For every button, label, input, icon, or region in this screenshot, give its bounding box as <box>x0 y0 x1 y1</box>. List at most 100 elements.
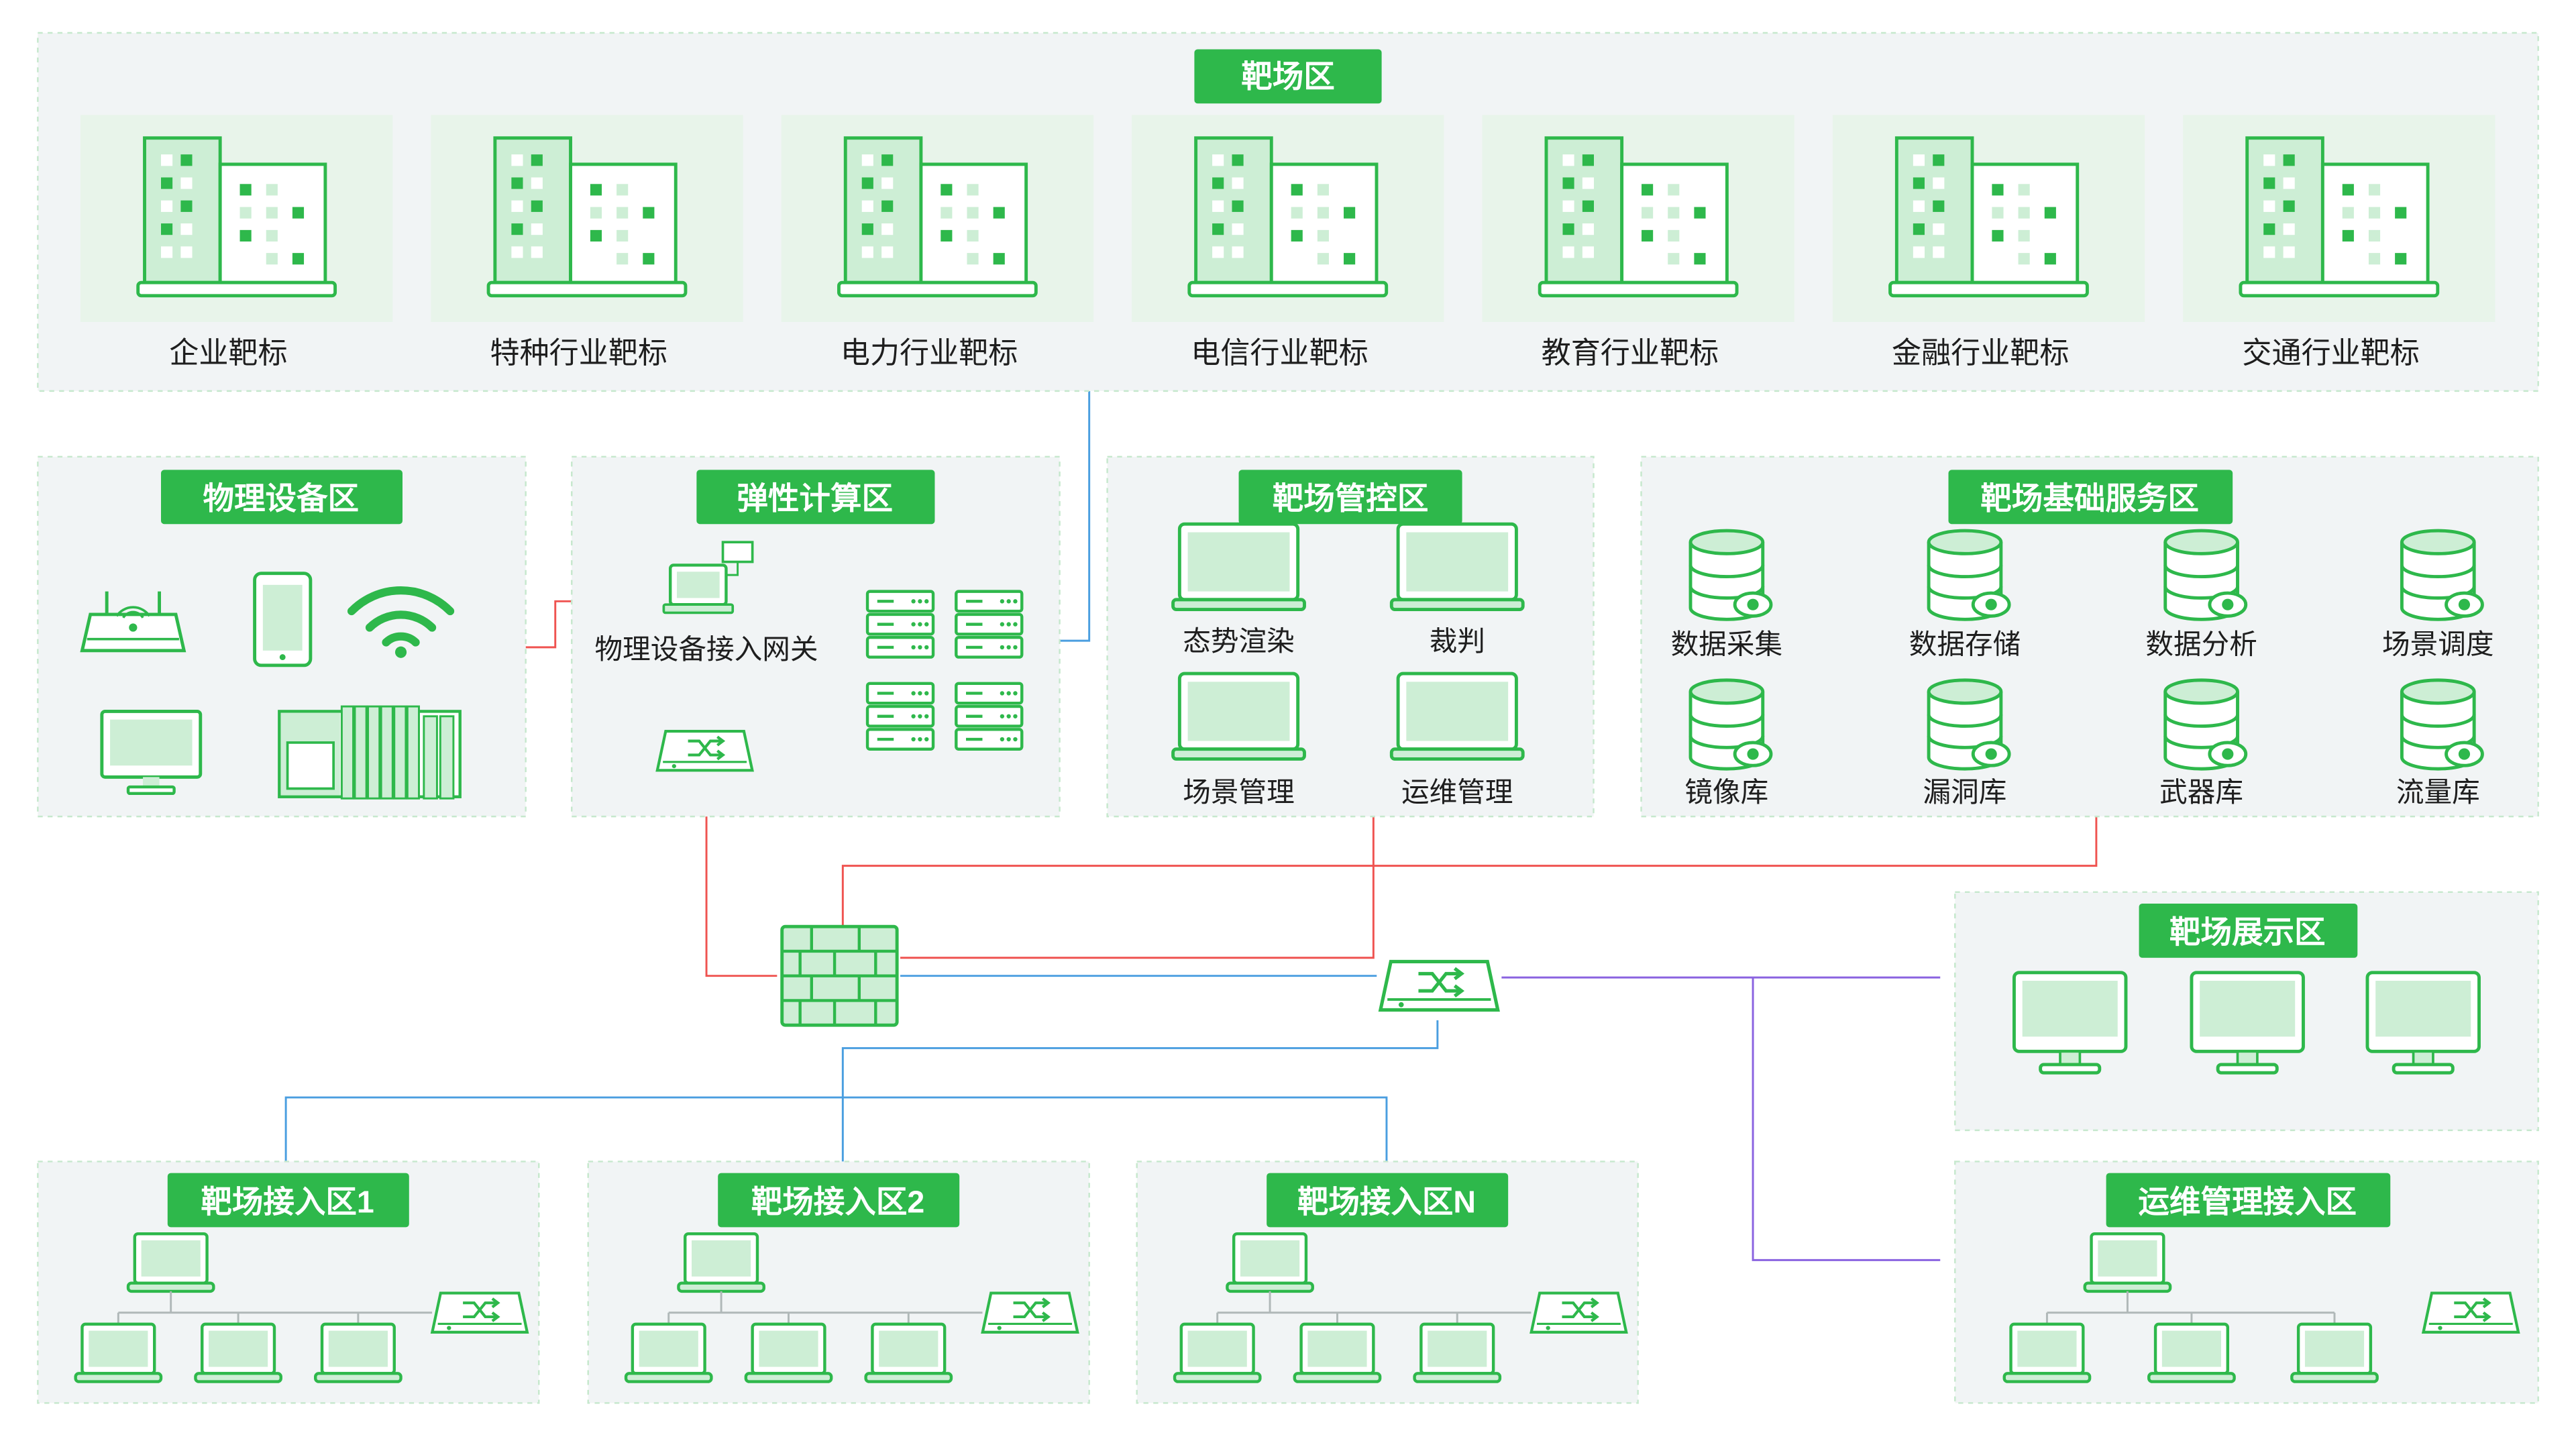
range-target-card: 特种行业靶标 <box>431 115 743 370</box>
elastic-zone-title: 弹性计算区 <box>737 481 893 516</box>
switch-icon <box>657 731 753 770</box>
link-elastic-to-firewall <box>705 816 777 977</box>
link-core-switch-to-access <box>841 1020 1439 1162</box>
access-zone-title-bg <box>167 1173 409 1228</box>
firewall-icon <box>780 924 899 1027</box>
range-target-label: 交通行业靶标 <box>2242 337 2419 370</box>
access-zone-links <box>1216 1291 1532 1328</box>
database-icon <box>2165 680 2246 769</box>
database-icon <box>2402 680 2482 769</box>
connection-lines <box>284 390 2098 1261</box>
physical-zone: 物理设备区 <box>37 455 527 818</box>
laptop-icon <box>128 1234 213 1291</box>
service-item-label: 数据存储 <box>1909 629 2021 660</box>
industrial-controller-icon <box>278 705 462 800</box>
control-item: 场景管理 <box>1173 674 1305 808</box>
laptop-icon <box>195 1324 280 1382</box>
service-item: 数据分析 <box>2145 531 2257 660</box>
range-target-label: 企业靶标 <box>169 337 287 370</box>
laptop-icon <box>1175 1324 1260 1382</box>
elastic-zone-title-bg <box>696 470 935 525</box>
physical-zone-title-bg <box>161 470 402 525</box>
laptop-icon <box>866 1324 951 1382</box>
services-zone-title: 靶场基础服务区 <box>1980 481 2199 516</box>
switch-icon <box>2423 1293 2518 1332</box>
display-zone-title-bg <box>2139 903 2358 958</box>
control-zone-title: 靶场管控区 <box>1273 481 1429 516</box>
laptop-icon <box>2149 1324 2234 1382</box>
laptop-icon <box>2292 1324 2377 1382</box>
range-target-card: 电信行业靶标 <box>1132 115 1444 370</box>
laptop-icon <box>2085 1234 2170 1291</box>
service-item-label: 武器库 <box>2159 776 2243 808</box>
ops-access-zone: 运维管理接入区 <box>1954 1161 2539 1404</box>
range-target-label: 特种行业靶标 <box>490 337 667 370</box>
service-item: 数据采集 <box>1671 531 1783 660</box>
laptop-icon <box>1227 1234 1312 1291</box>
ops-zone-title-bg <box>2106 1173 2391 1228</box>
service-item: 场景调度 <box>2382 531 2494 660</box>
service-item: 流量库 <box>2396 680 2483 808</box>
database-icon <box>2165 531 2246 619</box>
laptop-icon <box>1173 674 1305 759</box>
services-zone-title-bg <box>1948 470 2233 525</box>
service-item-label: 漏洞库 <box>1923 776 2007 808</box>
physical-zone-title: 物理设备区 <box>203 481 359 516</box>
ops-network <box>2004 1234 2518 1381</box>
phone-icon <box>253 572 313 667</box>
laptop-icon <box>1173 524 1305 609</box>
service-item-label: 场景调度 <box>2382 629 2494 660</box>
range-target-card: 交通行业靶标 <box>2183 115 2496 370</box>
service-item-label: 流量库 <box>2396 776 2480 808</box>
range-target-label: 电信行业靶标 <box>1191 337 1368 370</box>
service-item: 武器库 <box>2159 680 2246 808</box>
range-target-list: 企业靶标 特种行业靶标 电力行业靶标 电信行业靶标 教育行业靶标 金融行业靶标交通行业靶标 <box>80 115 2496 370</box>
access-zone-title: 靶场接入区1 <box>201 1184 374 1219</box>
range-target-label: 电力行业靶标 <box>841 337 1018 370</box>
laptop-icon <box>315 1324 400 1382</box>
laptop-icon <box>2004 1324 2090 1382</box>
gateway-label: 物理设备接入网关 <box>595 633 818 665</box>
control-item-label: 裁判 <box>1430 625 1485 657</box>
laptop-icon <box>1391 524 1523 609</box>
service-item-label: 镜像库 <box>1684 776 1768 808</box>
database-icon <box>1929 680 2009 769</box>
switch-icon <box>1532 1293 1627 1332</box>
router-icon <box>80 591 186 653</box>
range-zone-title-bg <box>1194 49 1382 104</box>
control-item: 运维管理 <box>1391 674 1523 808</box>
access-zone-links <box>117 1291 433 1328</box>
control-item-label: 场景管理 <box>1183 776 1295 808</box>
access-zone: 靶场接入区2 <box>587 1161 1090 1404</box>
range-target-label: 教育行业靶标 <box>1542 337 1719 370</box>
ops-zone-title: 运维管理接入区 <box>2138 1184 2357 1219</box>
wifi-icon <box>347 586 455 658</box>
control-item-label: 运维管理 <box>1401 776 1513 808</box>
link-services-to-firewall <box>841 816 2098 927</box>
service-item-label: 数据采集 <box>1671 629 1783 660</box>
control-item-label: 态势渲染 <box>1183 625 1295 657</box>
service-item-label: 数据分析 <box>2145 629 2257 660</box>
service-item: 漏洞库 <box>1923 680 2010 808</box>
access-zone-title: 靶场接入区2 <box>751 1184 924 1219</box>
link-control-to-firewall <box>900 816 1375 959</box>
control-item: 态势渲染 <box>1173 524 1305 657</box>
laptop-icon <box>1415 1324 1500 1382</box>
database-icon <box>1929 531 2009 619</box>
core-switch-icon <box>1381 961 1498 1010</box>
range-target-card: 电力行业靶标 <box>781 115 1094 370</box>
control-item: 裁判 <box>1391 524 1523 657</box>
laptop-icon <box>678 1234 763 1291</box>
access-zone-title-bg <box>718 1173 960 1228</box>
access-zone-links <box>667 1291 983 1328</box>
access-zone-title: 靶场接入区N <box>1297 1184 1476 1219</box>
laptop-icon <box>626 1324 711 1382</box>
access-zone-list: 靶场接入区1 靶场接入区2 靶场接入区N <box>37 1161 1639 1404</box>
display-zone: 靶场展示区 <box>1954 891 2539 1132</box>
laptop-icon <box>1391 674 1523 759</box>
range-target-card: 金融行业靶标 <box>1832 115 2145 370</box>
